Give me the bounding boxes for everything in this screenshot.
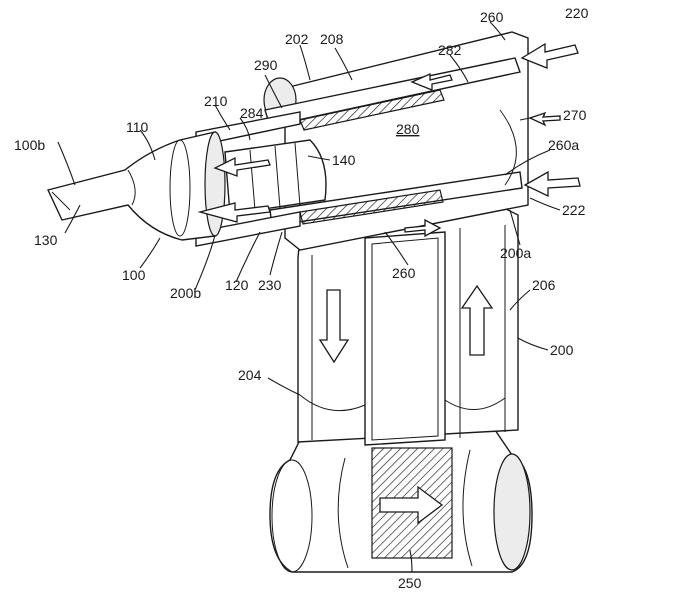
u-channel-body	[297, 204, 519, 446]
label-220: 220	[565, 5, 589, 21]
reference-labels: 100b 110 130 100 200b 120 230 210 284 29…	[14, 5, 589, 591]
flow-arrow-inner-bottom	[404, 218, 442, 238]
label-110: 110	[126, 119, 149, 135]
pointer-arrow-270	[528, 111, 561, 127]
label-140: 140	[332, 152, 356, 168]
flow-arrow-up	[460, 284, 494, 356]
inlet-arrow-220	[520, 42, 579, 69]
label-250: 250	[398, 575, 422, 591]
label-260a: 260a	[548, 137, 579, 153]
label-200b: 200b	[170, 285, 201, 301]
label-260-top: 260	[480, 9, 504, 25]
flow-arrow-right	[379, 485, 444, 525]
label-260-mid: 260	[392, 265, 416, 281]
flow-arrow-inner-top	[410, 72, 453, 91]
inlet-arrow-222	[523, 170, 581, 198]
label-120: 120	[225, 277, 249, 293]
label-202: 202	[285, 31, 309, 47]
label-130: 130	[34, 232, 58, 248]
flow-arrow-left-bottom	[197, 202, 271, 223]
mouthpiece	[47, 131, 327, 241]
base-chamber	[269, 429, 533, 573]
label-100: 100	[122, 267, 146, 283]
hatched-membrane-top	[299, 89, 445, 131]
label-210: 210	[204, 93, 228, 109]
label-206: 206	[532, 277, 556, 293]
label-270: 270	[563, 107, 587, 123]
label-284: 284	[240, 105, 264, 121]
label-208: 208	[320, 31, 344, 47]
label-200: 200	[550, 342, 574, 358]
label-200a: 200a	[500, 245, 531, 261]
label-282: 282	[438, 42, 462, 58]
outer-tube	[195, 31, 529, 251]
leader-lines	[57, 21, 561, 573]
label-204: 204	[238, 367, 262, 383]
flow-arrow-down	[318, 289, 350, 364]
flow-arrow-left-top	[213, 156, 271, 177]
label-230: 230	[258, 277, 282, 293]
label-100b: 100b	[14, 137, 45, 153]
hatched-membrane-bottom	[299, 189, 444, 225]
label-290: 290	[254, 57, 278, 73]
label-280: 280	[396, 121, 420, 137]
label-222: 222	[562, 202, 586, 218]
